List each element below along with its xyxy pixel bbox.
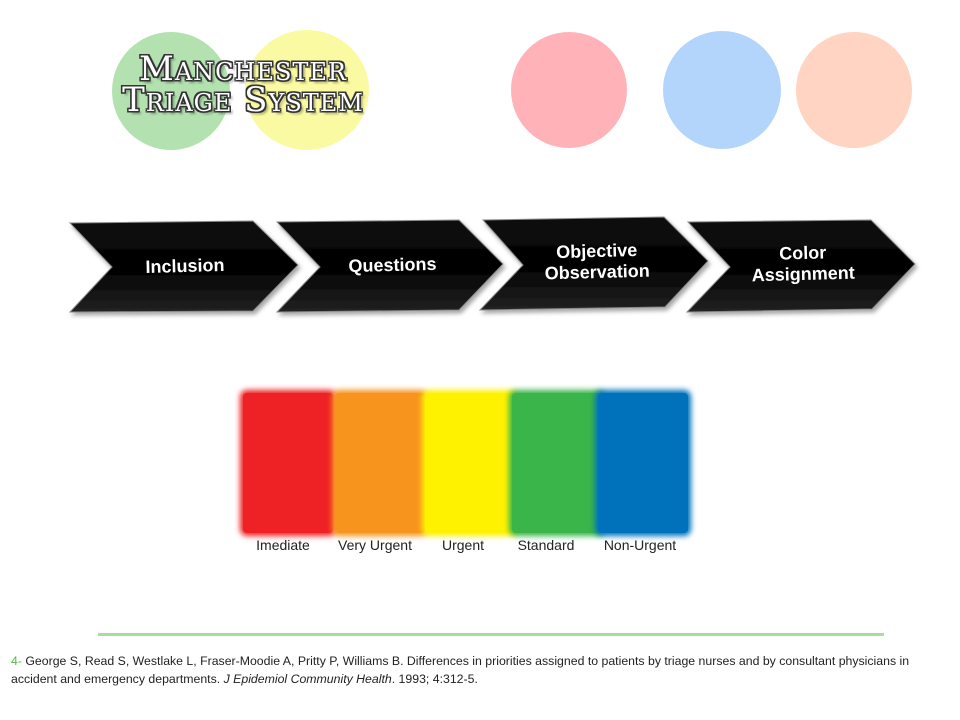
swatch-label: Very Urgent <box>338 537 412 553</box>
swatch-label: Imediate <box>256 537 310 553</box>
color-swatch-urgent <box>425 393 515 533</box>
footer-divider <box>98 633 884 636</box>
step-label-objective-observation: Objective Observation <box>544 239 651 284</box>
decor-circle-yellow <box>245 30 369 150</box>
color-swatch-standard <box>512 393 602 533</box>
slide-title: Manchester Triage System <box>108 49 378 120</box>
reference-number: 4- <box>11 654 22 668</box>
decor-circle-pink <box>511 32 627 148</box>
step-label-inclusion: Inclusion <box>145 254 225 278</box>
swatch-label: Standard <box>517 537 575 553</box>
decor-circle-peach <box>796 32 912 148</box>
title-line-2: Triage System <box>122 80 364 120</box>
step-label-color-assignment: Color Assignment <box>751 242 856 286</box>
color-swatch-non-urgent <box>598 393 688 533</box>
color-swatch-very-urgent <box>335 393 425 533</box>
title-line-1: Manchester <box>139 49 347 89</box>
reference-journal: J Epidemiol Community Health <box>223 672 392 686</box>
step-label-questions: Questions <box>348 253 437 277</box>
reference-citation: 4- George S, Read S, Westlake L, Fraser-… <box>11 652 941 688</box>
swatch-label: Non-Urgent <box>603 537 677 553</box>
decor-circle-blue <box>663 31 781 149</box>
swatch-label: Urgent <box>441 537 485 553</box>
reference-year-pages: . 1993; 4:312-5. <box>391 672 478 686</box>
reference-text: George S, Read S, Westlake L, Fraser-Moo… <box>11 654 910 686</box>
color-swatch-imediate <box>243 393 333 533</box>
decor-circle-green <box>112 32 230 150</box>
